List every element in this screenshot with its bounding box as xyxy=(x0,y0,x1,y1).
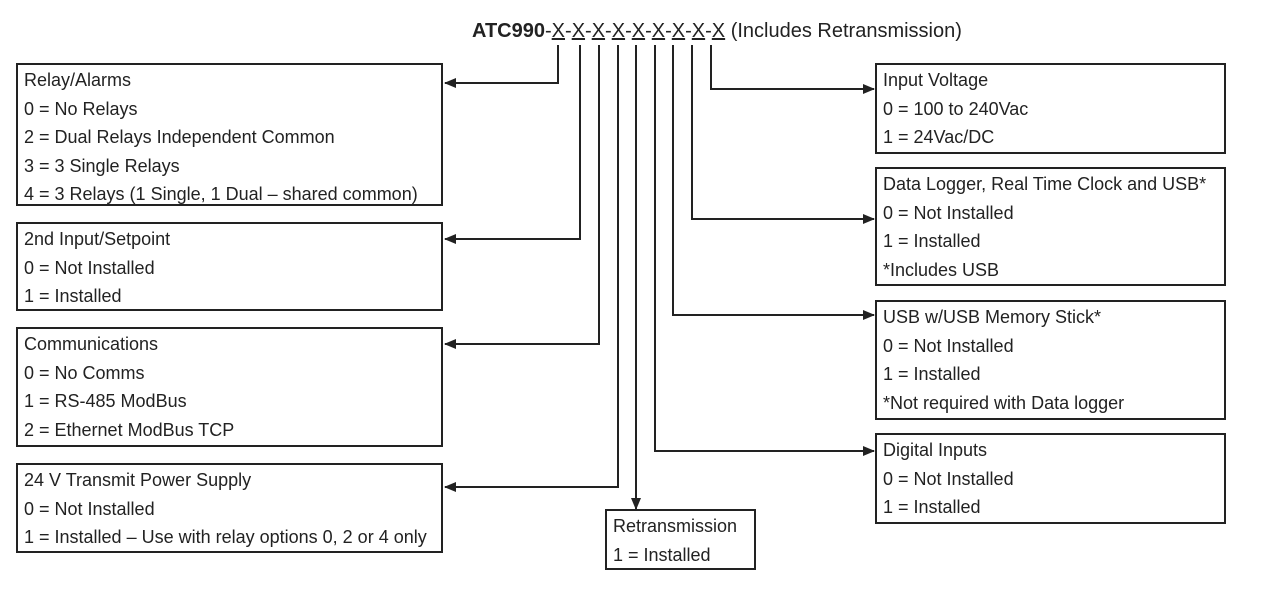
transmit-option-1: 1 = Installed – Use with relay options 0… xyxy=(24,527,427,547)
voltage-option-1: 1 = 24Vac/DC xyxy=(883,127,995,147)
code-segment-2: X xyxy=(571,20,586,42)
input-voltage-heading: Input Voltage xyxy=(883,70,989,90)
retransmission-heading: Retransmission xyxy=(613,516,738,536)
code-segment-1: X xyxy=(551,20,566,42)
data-logger-box: Data Logger, Real Time Clock and USB* 0 … xyxy=(875,167,1226,286)
comms-option-2: 2 = Ethernet ModBus TCP xyxy=(24,419,235,440)
transmit-power-box: 24 V Transmit Power Supply 0 = Not Insta… xyxy=(16,463,443,553)
input-voltage-box: Input Voltage 0 = 100 to 240Vac 1 = 24Va… xyxy=(875,63,1226,154)
retransmission-option-1: 1 = Installed xyxy=(613,544,711,565)
relay-alarms-heading: Relay/Alarms xyxy=(24,70,132,90)
relay-alarms-box: Relay/Alarms 0 = No Relays 2 = Dual Rela… xyxy=(16,63,443,206)
connector-transmit-power xyxy=(444,45,619,492)
connector-2nd-input xyxy=(444,45,581,244)
input2-heading: 2nd Input/Setpoint xyxy=(24,229,171,249)
relay-option-4: 4 = 3 Relays (1 Single, 1 Dual – shared … xyxy=(24,184,418,204)
code-segment-6: X xyxy=(651,20,666,42)
relay-option-3: 3 = 3 Single Relays xyxy=(24,155,180,176)
retransmission-box: Retransmission 1 = Installed xyxy=(605,509,756,570)
digital-inputs-heading: Digital Inputs xyxy=(883,440,988,460)
communications-heading: Communications xyxy=(24,334,159,354)
data-logger-option-1: 1 = Installed xyxy=(883,231,981,251)
title-note: (Includes Retransmission) xyxy=(730,20,962,42)
connector-relay-alarms xyxy=(444,45,559,88)
comms-option-0: 0 = No Comms xyxy=(24,362,145,383)
code-segment-5: X xyxy=(631,20,646,42)
transmit-power-heading: 24 V Transmit Power Supply xyxy=(24,470,252,490)
connector-communications xyxy=(444,45,600,349)
model-code-title: ATC990-X-X-X-X-X-X-X-X-X (Includes Retra… xyxy=(472,20,962,42)
connector-usb-memory xyxy=(672,45,875,320)
data-logger-option-0: 0 = Not Installed xyxy=(883,202,1014,223)
connector-digital-inputs xyxy=(654,45,875,456)
transmit-option-0: 0 = Not Installed xyxy=(24,498,155,519)
usb-memory-box: USB w/USB Memory Stick* 0 = Not Installe… xyxy=(875,300,1226,420)
usb-option-0: 0 = Not Installed xyxy=(883,335,1014,356)
code-segment-9: X xyxy=(711,20,726,42)
relay-option-0: 0 = No Relays xyxy=(24,98,138,119)
data-logger-heading: Data Logger, Real Time Clock and USB* xyxy=(883,174,1207,194)
connector-data-logger xyxy=(691,45,875,224)
code-segment-8: X xyxy=(691,20,706,42)
input2-option-0: 0 = Not Installed xyxy=(24,257,155,278)
code-segment-3: X xyxy=(591,20,606,42)
digital-inputs-box: Digital Inputs 0 = Not Installed 1 = Ins… xyxy=(875,433,1226,524)
relay-option-2: 2 = Dual Relays Independent Common xyxy=(24,127,335,147)
input2-option-1: 1 = Installed xyxy=(24,286,122,306)
usb-footnote: *Not required with Data logger xyxy=(883,392,1125,413)
model-number: ATC990 xyxy=(472,20,545,42)
communications-box: Communications 0 = No Comms 1 = RS-485 M… xyxy=(16,327,443,447)
digital-option-0: 0 = Not Installed xyxy=(883,468,1014,489)
data-logger-footnote: *Includes USB xyxy=(883,259,1000,280)
usb-memory-heading: USB w/USB Memory Stick* xyxy=(883,307,1102,327)
digital-option-1: 1 = Installed xyxy=(883,497,981,517)
usb-option-1: 1 = Installed xyxy=(883,364,981,384)
connector-input-voltage xyxy=(710,45,875,94)
voltage-option-0: 0 = 100 to 240Vac xyxy=(883,98,1029,119)
comms-option-1: 1 = RS-485 ModBus xyxy=(24,391,187,411)
code-segment-7: X xyxy=(671,20,686,42)
input2-setpoint-box: 2nd Input/Setpoint 0 = Not Installed 1 =… xyxy=(16,222,443,311)
code-segment-4: X xyxy=(611,20,626,42)
